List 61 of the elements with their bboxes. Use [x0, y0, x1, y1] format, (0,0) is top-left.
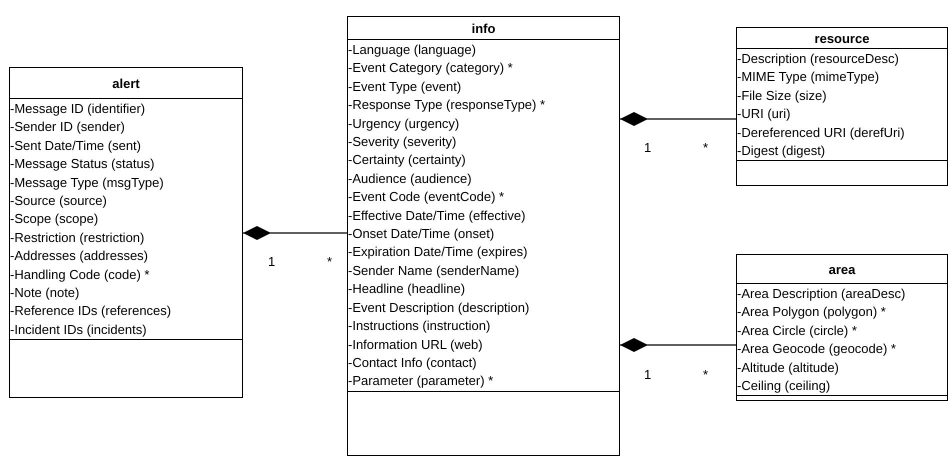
- class-box: [9, 67, 243, 398]
- attribute-text: -MIME Type (mimeType): [737, 68, 880, 86]
- attribute-text: -Sender ID (sender): [10, 118, 125, 136]
- attribute-text: -Source (source): [10, 192, 107, 210]
- attribute-text: -Message Type (msgType): [10, 174, 164, 192]
- attribute-text: -Language (language): [348, 41, 476, 59]
- attribute-text: -Event Code (eventCode) *: [348, 188, 504, 206]
- attribute-text: -Parameter (parameter) *: [348, 372, 494, 390]
- attribute-text: -Onset Date/Time (onset): [348, 225, 494, 244]
- attribute-text: -Event Type (event): [348, 78, 462, 96]
- attribute-text: -File Size (size): [737, 86, 827, 105]
- attribute-text: -Event Category (category) *: [348, 59, 513, 78]
- class-box: [736, 254, 948, 401]
- composition-connector: [243, 226, 347, 240]
- attribute-text: -Reference IDs (references): [10, 302, 172, 320]
- attribute-text: -Incident IDs (incidents): [10, 320, 147, 339]
- multiplicity-label: *: [703, 141, 708, 155]
- attribute-text: -Message ID (identifier): [10, 100, 146, 118]
- attribute-text: -Handling Code (code) *: [10, 266, 150, 284]
- attribute-text: -Sender Name (senderName): [348, 262, 520, 280]
- attribute-text: -Effective Date/Time (effective): [348, 206, 526, 225]
- attribute-text: -Headline (headline): [348, 280, 466, 298]
- attribute-text: -Severity (severity): [348, 133, 456, 152]
- attribute-text: -Message Status (status): [10, 155, 154, 174]
- attribute-text: -Audience (audience): [348, 170, 472, 188]
- attribute-text: -Description (resourceDesc): [737, 50, 899, 68]
- multiplicity-label: 1: [644, 141, 652, 155]
- attribute-text: -URI (uri): [737, 105, 790, 124]
- attribute-text: -Altitude (altitude): [737, 358, 839, 377]
- attribute-text: -Addresses (addresses): [10, 247, 148, 266]
- multiplicity-label: *: [327, 255, 332, 269]
- attribute-text: -Expiration Date/Time (expires): [348, 243, 528, 262]
- attribute-text: -Information URL (web): [348, 336, 483, 354]
- composition-connector: [620, 112, 736, 126]
- multiplicity-label: 1: [644, 368, 652, 382]
- attribute-text: -Area Description (areaDesc): [737, 285, 906, 303]
- attribute-text: -Sent Date/Time (sent): [10, 136, 142, 155]
- attribute-text: -Instructions (instruction): [348, 317, 490, 336]
- attribute-text: -Area Polygon (polygon) *: [737, 303, 886, 322]
- attribute-text: -Ceiling (ceiling): [737, 377, 830, 396]
- class-name: alert: [112, 76, 140, 90]
- attribute-text: -Note (note): [10, 284, 80, 302]
- class-box: [347, 16, 620, 456]
- class-name: info: [472, 20, 496, 36]
- attribute-text: -Area Geocode (geocode) *: [737, 340, 896, 358]
- attribute-text: -Digest (digest): [737, 142, 826, 160]
- multiplicity-label: *: [703, 368, 708, 382]
- attribute-text: -Dereferenced URI (derefUri): [737, 124, 905, 142]
- multiplicity-label: 1: [268, 255, 276, 269]
- attribute-text: -Contact Info (contact): [348, 354, 477, 372]
- composition-connector: [620, 338, 736, 352]
- attribute-text: -Response Type (responseType) *: [348, 96, 546, 114]
- attribute-text: -Area Circle (circle) *: [737, 322, 857, 340]
- class-box: [736, 27, 948, 186]
- class-name: area: [828, 262, 856, 276]
- class-name: resource: [814, 30, 870, 46]
- attribute-text: -Certainty (certainty): [348, 151, 466, 170]
- attribute-text: -Urgency (urgency): [348, 114, 460, 133]
- attribute-text: -Event Description (description): [348, 298, 530, 317]
- attribute-text: -Restriction (restriction): [10, 228, 144, 247]
- attribute-text: -Scope (scope): [10, 210, 98, 228]
